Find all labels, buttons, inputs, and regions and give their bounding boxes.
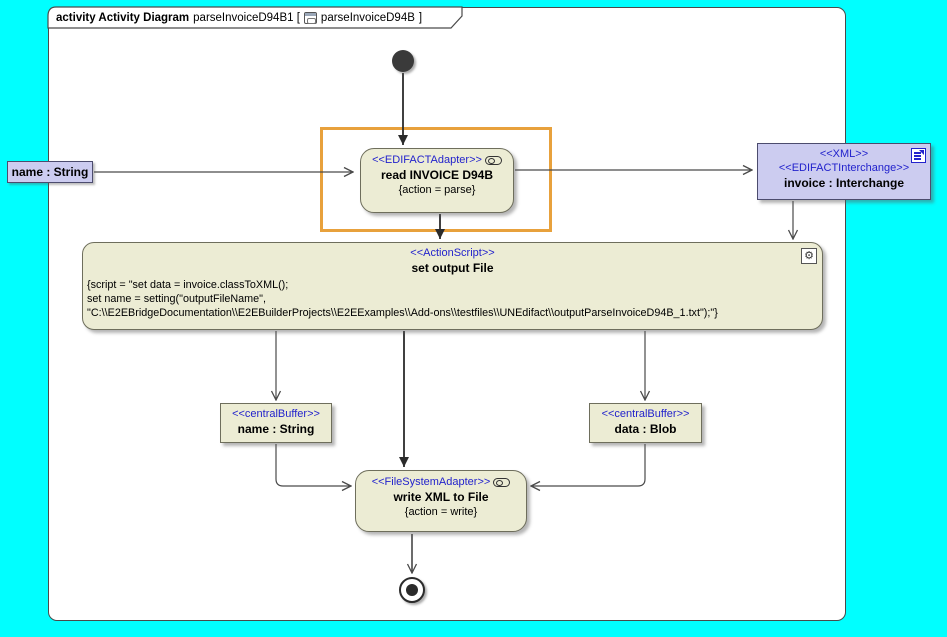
- buffer-name-stereotype: <<centralBuffer>>: [232, 408, 320, 420]
- frame-title-ref: parseInvoiceD94B: [320, 12, 415, 24]
- actionscript-name: set output File: [411, 261, 494, 275]
- invoice-interchange-object[interactable]: <<XML>> <<EDIFACTInterchange>> invoice :…: [757, 143, 931, 200]
- adapter-icon: [493, 477, 511, 487]
- activity-parameter-name-string[interactable]: name : String: [7, 161, 93, 183]
- invoice-stereotype-xml: <<XML>>: [819, 148, 869, 160]
- buffer-data-stereotype: <<centralBuffer>>: [601, 408, 690, 420]
- script-line-2: set name = setting("outputFileName",: [87, 293, 267, 305]
- script-line-1: {script = "set data = invoice.classToXML…: [87, 279, 289, 291]
- xml-document-icon: [911, 148, 926, 163]
- buffer-name-label: name : String: [237, 422, 315, 436]
- actionscript-stereotype: <<ActionScript>>: [410, 247, 495, 259]
- frame-title-close-bracket: ]: [418, 12, 423, 24]
- buffer-data-label: data : Blob: [614, 422, 677, 436]
- frame-title-tab: [47, 6, 463, 29]
- initial-node[interactable]: [392, 50, 414, 72]
- frame-title-keyword: activity Activity Diagram: [56, 12, 190, 24]
- gear-icon: ⚙: [801, 248, 817, 264]
- filesystem-adapter-action[interactable]: <<FileSystemAdapter>> write XML to File …: [355, 470, 527, 532]
- edifact-action-name: read INVOICE D94B: [380, 168, 494, 182]
- central-buffer-data[interactable]: <<centralBuffer>> data : Blob: [589, 403, 702, 443]
- fsa-action-tag: {action = write}: [404, 506, 478, 518]
- parameter-label: name : String: [11, 165, 89, 179]
- activity-diagram-icon: [303, 12, 317, 24]
- adapter-icon: [484, 155, 502, 165]
- edge-bufferdata-to-fsadapter[interactable]: [531, 444, 646, 486]
- script-line-3: "C:\\E2EBridgeDocumentation\\E2EBuilderP…: [87, 307, 718, 319]
- fsa-stereotype: <<FileSystemAdapter>>: [371, 476, 491, 488]
- edifact-adapter-action[interactable]: <<EDIFACTAdapter>> read INVOICE D94B {ac…: [360, 148, 514, 213]
- frame-title: activity Activity Diagram parseInvoiceD9…: [56, 10, 422, 26]
- frame-title-name: parseInvoiceD94B1 [: [193, 12, 300, 24]
- final-node-dot: [406, 584, 418, 596]
- actionscript-script: {script = "set data = invoice.classToXML…: [83, 276, 822, 320]
- edge-buffername-to-fsadapter[interactable]: [275, 444, 351, 486]
- activity-final-node[interactable]: [399, 577, 425, 603]
- fsa-name: write XML to File: [393, 490, 489, 504]
- invoice-object-name: invoice : Interchange: [783, 176, 905, 190]
- edifact-action-tag: {action = parse}: [398, 184, 476, 196]
- actionscript-action[interactable]: ⚙ <<ActionScript>> set output File {scri…: [82, 242, 823, 330]
- invoice-stereotype-interchange: <<EDIFACTInterchange>>: [778, 162, 910, 174]
- edifact-stereotype: <<EDIFACTAdapter>>: [372, 154, 482, 166]
- central-buffer-name[interactable]: <<centralBuffer>> name : String: [220, 403, 332, 443]
